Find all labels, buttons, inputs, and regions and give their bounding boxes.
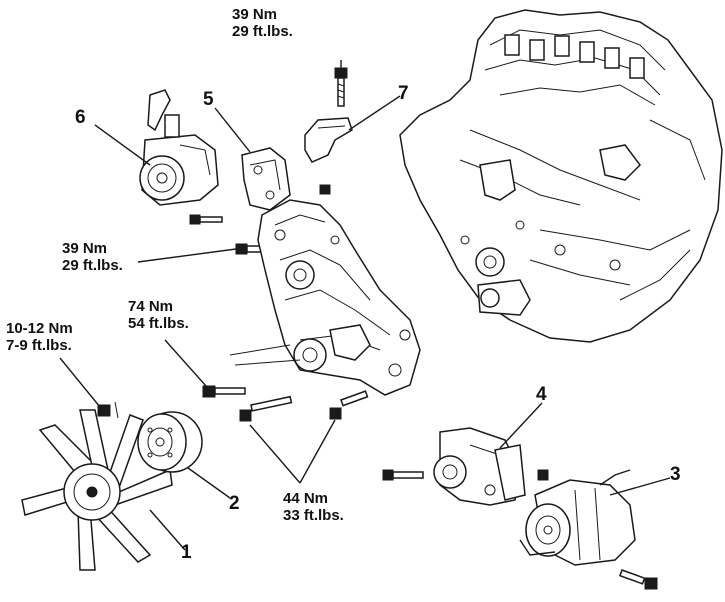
torque-bracket-ft: 54 ft.lbs. [128,315,189,332]
top-bolt [334,60,348,107]
torque-lower-nm: 44 Nm [283,490,329,507]
part-5-bracket [214,107,291,211]
torque-lower-ft: 33 ft.lbs. [283,507,344,524]
part-1-fan [21,409,186,571]
part-7-bracket [304,95,401,163]
torque-mid-ft: 29 ft.lbs. [62,257,123,274]
lower-bolts [239,390,369,484]
fan-nut [59,357,119,419]
part-number-1: 1 [181,542,192,563]
main-bracket [229,199,421,396]
part-number-6: 6 [75,107,86,128]
torque-fan-nut-nm: 10-12 Nm [6,320,73,337]
torque-mid-nm: 39 Nm [62,240,108,257]
part-number-2: 2 [229,493,240,514]
engine-block [399,9,723,343]
part-4-assembly [382,402,549,506]
torque-top-nm: 39 Nm [232,6,278,23]
torque-fan-nut-ft: 7-9 ft.lbs. [6,337,72,354]
torque-top-ft: 29 ft.lbs. [232,23,293,40]
part-number-3: 3 [670,464,681,485]
part-number-4: 4 [536,384,547,405]
torque-bracket-nm: 74 Nm [128,298,174,315]
part-6-pump [94,89,219,206]
mid-bolt [137,184,331,263]
part-number-7: 7 [398,83,409,104]
bracket-bolt [164,339,246,398]
part-2-pulley [137,411,231,499]
part-3-compressor [519,469,671,590]
part-number-5: 5 [203,89,214,110]
